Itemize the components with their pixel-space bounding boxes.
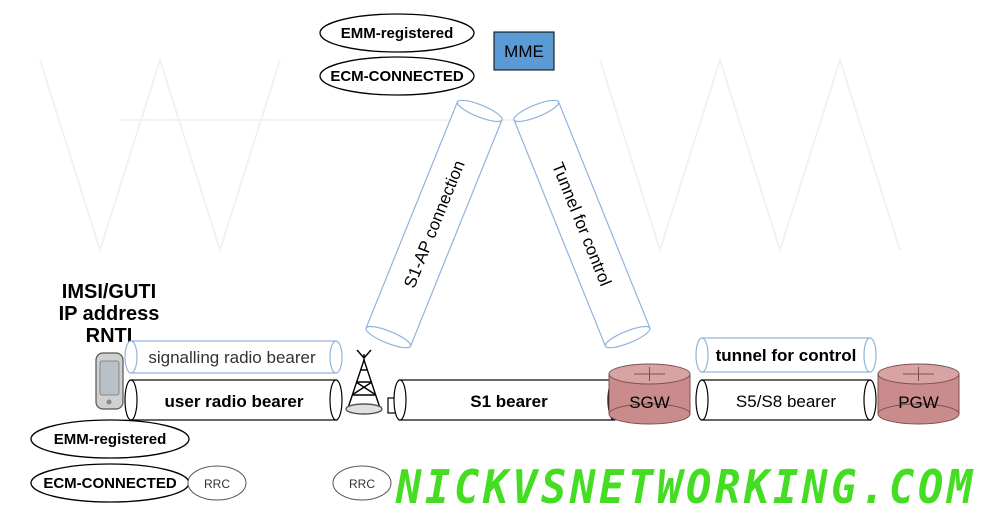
signalling-radio-bearer-label: signalling radio bearer (148, 348, 316, 367)
rrc-middle: RRC (332, 465, 392, 501)
tunnel-control-label: tunnel for control (716, 346, 857, 365)
tunnel-control-diagonal-tube: Tunnel for control (513, 99, 651, 349)
rrc-left: RRC (187, 465, 247, 501)
sgw-node[interactable]: SGW (608, 363, 691, 425)
s1ap-connection-tube: S1-AP connection (365, 99, 503, 349)
user-radio-bearer-label: user radio bearer (165, 392, 304, 411)
signalling-radio-bearer-tube: signalling radio bearer (124, 340, 343, 374)
emm-registered-top-label: EMM-registered (341, 25, 454, 42)
pgw-label: PGW (898, 393, 939, 412)
mme-node[interactable]: MME (493, 31, 555, 71)
ue-info-imsi: IMSI/GUTI (62, 281, 156, 303)
sgw-label: SGW (629, 393, 670, 412)
emm-registered-bottom-label: EMM-registered (54, 431, 167, 448)
ue-info-ip: IP address (59, 303, 160, 325)
phone-icon (95, 352, 124, 410)
router-icon (903, 367, 934, 381)
rrc-left-label: RRC (204, 477, 230, 491)
ecm-connected-top: ECM-CONNECTED (319, 56, 475, 96)
rrc-middle-label: RRC (349, 477, 375, 491)
tunnel-control-tube: tunnel for control (695, 337, 877, 373)
s1-bearer-tube: S1 bearer (387, 379, 621, 421)
s5s8-bearer-label: S5/S8 bearer (736, 392, 837, 411)
ecm-connected-top-label: ECM-CONNECTED (330, 68, 463, 85)
ue-info-rnti: RNTI (86, 325, 133, 347)
antenna-icon (345, 349, 383, 415)
s1-bearer-label: S1 bearer (470, 392, 548, 411)
ecm-connected-bottom: ECM-CONNECTED (30, 463, 190, 503)
pgw-node[interactable]: PGW (877, 363, 960, 425)
emm-registered-top: EMM-registered (319, 13, 475, 53)
ue-info: IMSI/GUTI IP address RNTI (59, 281, 160, 347)
router-icon (634, 367, 665, 381)
emm-registered-bottom: EMM-registered (30, 419, 190, 459)
mme-label: MME (504, 42, 544, 61)
s5s8-bearer-tube: S5/S8 bearer (695, 379, 877, 421)
user-radio-bearer-tube: user radio bearer (124, 379, 343, 421)
watermark: NICKVSNETWORKING.COM (395, 460, 976, 514)
ecm-connected-bottom-label: ECM-CONNECTED (43, 475, 176, 492)
